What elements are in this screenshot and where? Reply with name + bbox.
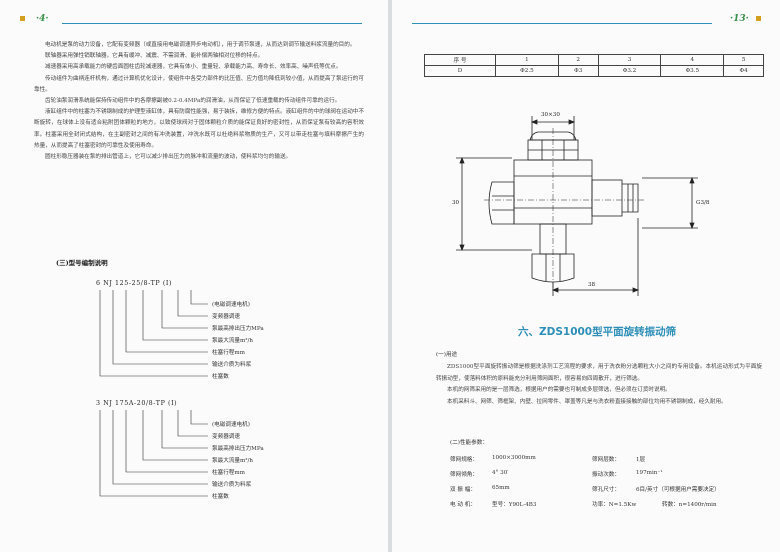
model-label: 柱塞行程mm bbox=[212, 350, 245, 356]
model-label: 柱塞行程mm bbox=[212, 470, 245, 476]
spec-label: 功率：N=1.5Kw bbox=[592, 502, 637, 508]
model-label: 输送介质为料浆 bbox=[212, 482, 252, 488]
table-header-cell: 序 号 bbox=[424, 54, 496, 66]
paragraph: 传动组件为曲柄连杆机构，通过计算机优化设计，使组件中各受力部件的比压值、应力值均… bbox=[34, 75, 364, 93]
model-label: 泵最大流量m³/h bbox=[212, 458, 254, 464]
model-code-2: 3 NJ 175A-20/8-TP (I) bbox=[96, 400, 178, 407]
paragraph: 本机采料斗、网筛、筛框架、内壁、拉网零件、罩盖等凡是与洗衣粉直接接触的部位均用不… bbox=[447, 398, 727, 405]
spine-gutter bbox=[388, 0, 392, 552]
header-marker bbox=[20, 16, 25, 21]
paragraph: 减速器采用高承载能力的硬齿面圆柱齿轮减速器，它具有体小、重量轻、承载能力高、寿命… bbox=[45, 64, 342, 71]
spec-label: 筛孔尺寸： bbox=[592, 487, 620, 493]
paragraph: ZDS1000型平面旋转振动筛是根据洗涤剂工艺流程的要求，用于洗衣粉分选颗粒大小… bbox=[436, 364, 762, 382]
usage-text: ZDS1000型平面旋转振动筛是根据洗涤剂工艺流程的要求，用于洗衣粉分选颗粒大小… bbox=[436, 362, 762, 408]
paragraph: 圆柱形稳压器装在泵的排出管道上，它可以减少排出压力的脉冲和流量的波动，使料浆均匀… bbox=[45, 154, 292, 161]
table-header-cell: 2 bbox=[557, 54, 599, 66]
spec-value: 1000×3000mm bbox=[492, 455, 536, 461]
table-cell: Φ3.5 bbox=[660, 65, 725, 77]
model-label: 变频器调速 bbox=[212, 314, 240, 320]
spec-label: 筛网规格： bbox=[450, 457, 478, 463]
paragraph: 电动机是泵的动力设备，它配有变频器（或直接用电磁调速异步电动机），用于调节泵速，… bbox=[45, 42, 356, 48]
table-header-cell: 3 bbox=[597, 54, 662, 66]
paragraph: 本机的网筛采用的是一层筛选，根据用户的需要也可制成多层筛选，但必须在订货时说明。 bbox=[447, 387, 671, 393]
page-number-left: ·4· bbox=[36, 14, 49, 24]
spec-value: 197min⁻¹ bbox=[636, 470, 663, 476]
usage-heading: (一)用途 bbox=[436, 352, 458, 358]
model-label: 泵最高排出压力MPa bbox=[212, 326, 264, 332]
page-number-right: ·13· bbox=[730, 14, 749, 24]
paragraph: 液缸组件中的柱塞为不锈钢制成的护理型液缸体，具有防腐性能强，易于装拆，维修方便的… bbox=[34, 109, 364, 149]
header-marker bbox=[756, 16, 761, 21]
table-cell: Φ3 bbox=[557, 65, 599, 77]
spec-value: 转数：n=1400r/min bbox=[662, 502, 717, 508]
spec-value: 6目/英寸（可根据用户需要决定） bbox=[636, 487, 720, 493]
table-header-cell: 5 bbox=[723, 54, 764, 66]
spec-label: 电 动 机： bbox=[450, 502, 476, 508]
body-text: 电动机是泵的动力设备，它配有变频器（或直接用电磁调速异步电动机），用于调节泵速，… bbox=[34, 40, 364, 163]
table-cell: Φ2.5 bbox=[495, 65, 559, 77]
diameter-table: 序 号 1 2 3 4 5 D Φ2.5 Φ3 Φ3.2 Φ3.5 Φ4 bbox=[424, 54, 764, 77]
table-row: D Φ2.5 Φ3 Φ3.2 Φ3.5 Φ4 bbox=[424, 65, 764, 77]
model-label: 柱塞数 bbox=[212, 494, 229, 500]
model-label: 输送介质为料浆 bbox=[212, 362, 252, 368]
spec-label: 双 振 幅： bbox=[450, 487, 476, 493]
model-label: 泵最大流量m³/h bbox=[212, 338, 254, 344]
paragraph: 联轴器采用弹性销联轴器，它具有缓冲、减震、不需润滑、能补偿两轴相对位移的特点。 bbox=[45, 53, 264, 60]
spec-value: 65mm bbox=[492, 485, 510, 491]
table-cell: Φ4 bbox=[723, 65, 764, 77]
model-heading: (三)型号编制说明 bbox=[56, 259, 108, 267]
spec-value: 型号：Y90L-4B3 bbox=[492, 502, 537, 508]
model-label: 泵最高排出压力MPa bbox=[212, 446, 264, 452]
spec-value: 4° 30′ bbox=[492, 470, 509, 476]
model-diagram-1-lines bbox=[99, 290, 208, 377]
model-diagram-2-lines bbox=[99, 410, 208, 497]
dimension-top: 30×30 bbox=[541, 112, 560, 118]
table-header-cell: 1 bbox=[495, 54, 559, 66]
spec-value: 1层 bbox=[636, 457, 646, 463]
header-rule bbox=[62, 23, 362, 24]
left-page: ·4· 电动机是泵的动力设备，它配有变频器（或直接用电磁调速异步电动机），用于调… bbox=[0, 0, 388, 552]
right-page: ·13· 序 号 1 2 3 4 5 D Φ2.5 Φ3 Φ3.2 Φ3.5 Φ… bbox=[392, 0, 780, 552]
table-cell: Φ3.2 bbox=[597, 65, 662, 77]
table-header-cell: 4 bbox=[660, 54, 725, 66]
dimension-right: G3/8 bbox=[696, 200, 710, 206]
table-cell: D bbox=[424, 65, 496, 77]
table-row: 序 号 1 2 3 4 5 bbox=[424, 54, 764, 66]
spec-label: 筛网倾角： bbox=[450, 472, 478, 478]
spec-label: 振动次数： bbox=[592, 472, 620, 478]
header-rule bbox=[412, 23, 712, 24]
model-label: 变频器调速 bbox=[212, 434, 240, 440]
specs-heading: (二)性能参数： bbox=[450, 440, 488, 446]
model-label: (电磁调速电机) bbox=[212, 302, 250, 308]
dimension-left: 30 bbox=[452, 200, 460, 206]
nozzle-drawing bbox=[456, 116, 698, 296]
paragraph: 齿轮油泵润滑系统能保持传动组件中的各摩擦副被0.2-0.4MPa的润滑油，从而保… bbox=[45, 98, 341, 105]
section-title: 六、ZDS1000型平面旋转振动筛 bbox=[518, 326, 677, 338]
model-label: 柱塞数 bbox=[212, 374, 229, 380]
spec-label: 筛网层数： bbox=[592, 457, 620, 463]
model-code-1: 6 NJ 125-25/8-TP (I) bbox=[96, 280, 173, 287]
model-label: (电磁调速电机) bbox=[212, 422, 250, 428]
dimension-bottom: 38 bbox=[588, 282, 596, 288]
